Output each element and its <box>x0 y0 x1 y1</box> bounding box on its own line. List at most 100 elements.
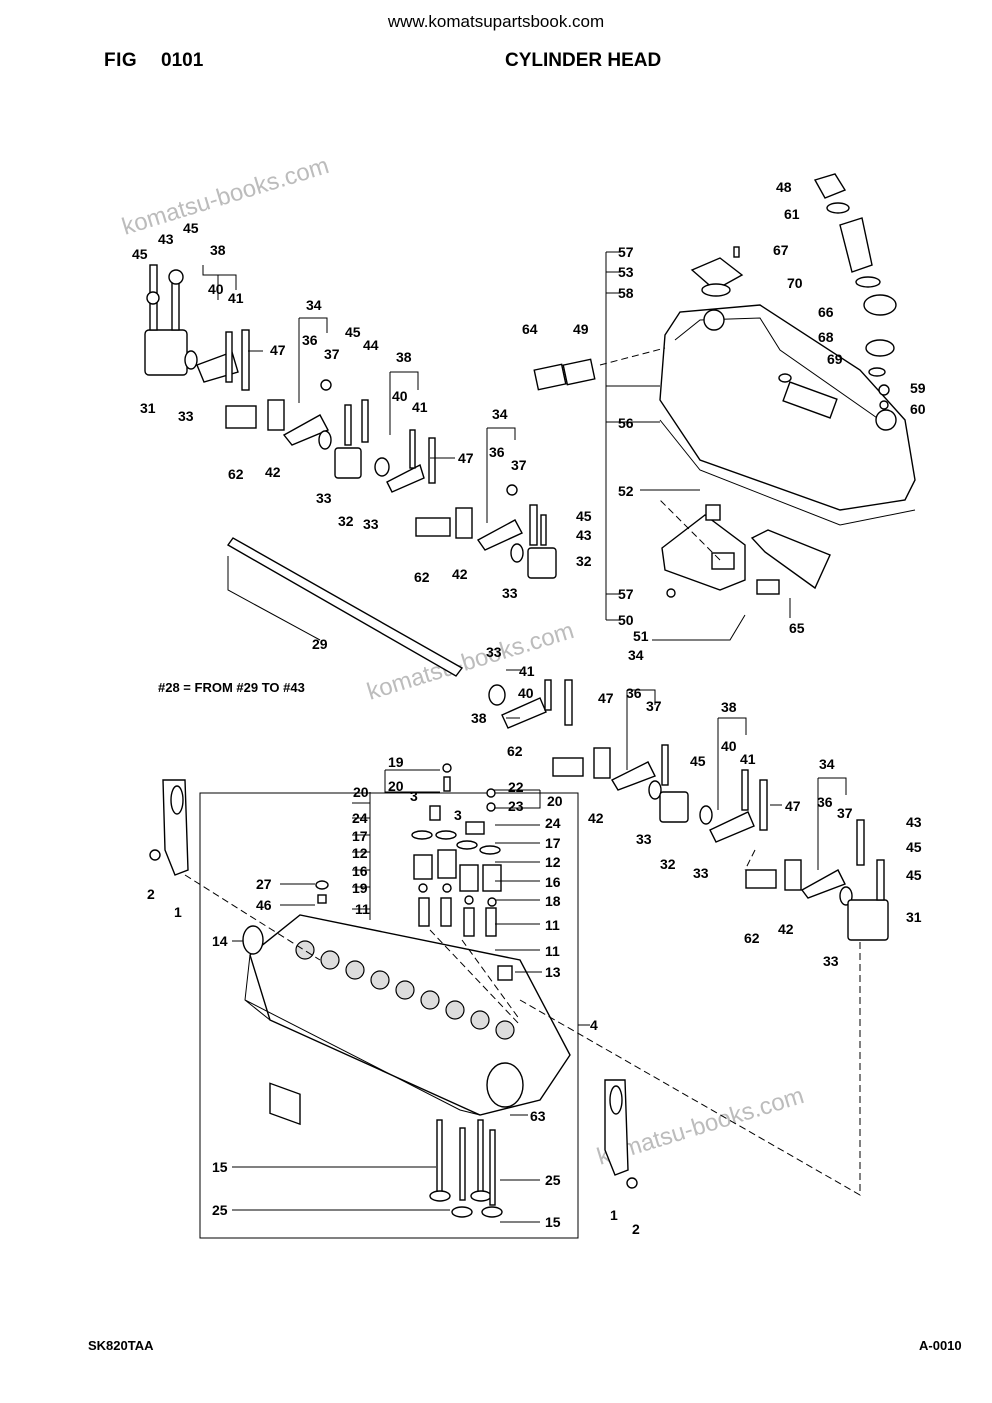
callout[interactable]: 60 <box>910 401 926 417</box>
callout[interactable]: 20 <box>547 793 563 809</box>
callout[interactable]: 66 <box>818 304 834 320</box>
callout[interactable]: 70 <box>787 275 803 291</box>
callout[interactable]: 52 <box>618 483 634 499</box>
callout[interactable]: 31 <box>906 909 922 925</box>
callout[interactable]: 15 <box>212 1159 228 1175</box>
callout[interactable]: 33 <box>693 865 709 881</box>
callout[interactable]: 45 <box>906 867 922 883</box>
callout[interactable]: 40 <box>392 388 408 404</box>
callout[interactable]: 57 <box>618 244 634 260</box>
callout[interactable]: 43 <box>158 231 174 247</box>
callout[interactable]: 24 <box>545 815 561 831</box>
callout[interactable]: 42 <box>265 464 281 480</box>
callout[interactable]: 40 <box>721 738 737 754</box>
callout[interactable]: 12 <box>352 845 368 861</box>
callout[interactable]: 33 <box>502 585 518 601</box>
callout[interactable]: 64 <box>522 321 538 337</box>
callout[interactable]: 45 <box>132 246 148 262</box>
callout[interactable]: 34 <box>819 756 835 772</box>
callout[interactable]: 41 <box>228 290 244 306</box>
callout[interactable]: 38 <box>396 349 412 365</box>
callout[interactable]: 19 <box>352 880 368 896</box>
callout[interactable]: 56 <box>618 415 634 431</box>
callout[interactable]: 45 <box>690 753 706 769</box>
callout[interactable]: 46 <box>256 897 272 913</box>
callout[interactable]: 36 <box>817 794 833 810</box>
callout[interactable]: 13 <box>545 964 561 980</box>
callout[interactable]: 32 <box>338 513 354 529</box>
callout[interactable]: 37 <box>837 805 853 821</box>
callout[interactable]: 34 <box>492 406 508 422</box>
callout[interactable]: 36 <box>489 444 505 460</box>
callout[interactable]: 36 <box>626 685 642 701</box>
callout[interactable]: 38 <box>471 710 487 726</box>
callout[interactable]: 22 <box>508 779 524 795</box>
callout[interactable]: 38 <box>721 699 737 715</box>
callout[interactable]: 50 <box>618 612 634 628</box>
callout[interactable]: 62 <box>507 743 523 759</box>
callout[interactable]: 33 <box>363 516 379 532</box>
callout[interactable]: 45 <box>183 220 199 236</box>
callout[interactable]: 67 <box>773 242 789 258</box>
callout[interactable]: 69 <box>827 351 843 367</box>
callout[interactable]: 4 <box>590 1017 598 1033</box>
callout[interactable]: 36 <box>302 332 318 348</box>
callout[interactable]: 2 <box>147 886 155 902</box>
callout[interactable]: 20 <box>353 784 369 800</box>
callout[interactable]: 68 <box>818 329 834 345</box>
callout[interactable]: 42 <box>452 566 468 582</box>
callout[interactable]: 11 <box>545 943 560 959</box>
callout[interactable]: 3 <box>454 807 462 823</box>
callout[interactable]: 62 <box>414 569 430 585</box>
callout[interactable]: 18 <box>545 893 561 909</box>
callout[interactable]: 11 <box>545 917 560 933</box>
callout[interactable]: 11 <box>355 901 370 917</box>
callout[interactable]: 58 <box>618 285 634 301</box>
callout[interactable]: 25 <box>545 1172 561 1188</box>
callout[interactable]: 61 <box>784 206 800 222</box>
callout[interactable]: 62 <box>744 930 760 946</box>
callout[interactable]: 41 <box>412 399 428 415</box>
callout[interactable]: 12 <box>545 854 561 870</box>
callout[interactable]: 33 <box>636 831 652 847</box>
site-url[interactable]: www.komatsupartsbook.com <box>387 12 605 31</box>
callout[interactable]: 17 <box>545 835 561 851</box>
callout[interactable]: 29 <box>312 636 328 652</box>
callout[interactable]: 42 <box>588 810 604 826</box>
callout[interactable]: 47 <box>598 690 614 706</box>
callout[interactable]: 37 <box>511 457 527 473</box>
callout[interactable]: 1 <box>174 904 182 920</box>
callout[interactable]: 48 <box>776 179 792 195</box>
callout[interactable]: 19 <box>388 754 404 770</box>
callout[interactable]: 2 <box>632 1221 640 1237</box>
callout[interactable]: 37 <box>646 698 662 714</box>
callout[interactable]: 38 <box>210 242 226 258</box>
callout[interactable]: 34 <box>306 297 322 313</box>
callout[interactable]: 24 <box>352 810 368 826</box>
callout[interactable]: 25 <box>212 1202 228 1218</box>
callout[interactable]: 47 <box>785 798 801 814</box>
callout[interactable]: 15 <box>545 1214 561 1230</box>
callout[interactable]: 65 <box>789 620 805 636</box>
callout[interactable]: 53 <box>618 264 634 280</box>
callout[interactable]: 1 <box>610 1207 618 1223</box>
callout[interactable]: 23 <box>508 798 524 814</box>
callout[interactable]: 32 <box>660 856 676 872</box>
callout[interactable]: 32 <box>576 553 592 569</box>
callout[interactable]: 41 <box>740 751 756 767</box>
callout[interactable]: 57 <box>618 586 634 602</box>
callout[interactable]: 41 <box>519 663 535 679</box>
callout[interactable]: 44 <box>363 337 379 353</box>
callout[interactable]: 27 <box>256 876 272 892</box>
callout[interactable]: 45 <box>906 839 922 855</box>
callout[interactable]: 37 <box>324 346 340 362</box>
callout[interactable]: 33 <box>178 408 194 424</box>
callout[interactable]: 40 <box>208 281 224 297</box>
callout[interactable]: 40 <box>518 685 534 701</box>
callout[interactable]: 59 <box>910 380 926 396</box>
callout[interactable]: 33 <box>316 490 332 506</box>
callout[interactable]: 20 <box>388 778 404 794</box>
callout[interactable]: 47 <box>270 342 286 358</box>
callout[interactable]: 33 <box>823 953 839 969</box>
callout[interactable]: 42 <box>778 921 794 937</box>
